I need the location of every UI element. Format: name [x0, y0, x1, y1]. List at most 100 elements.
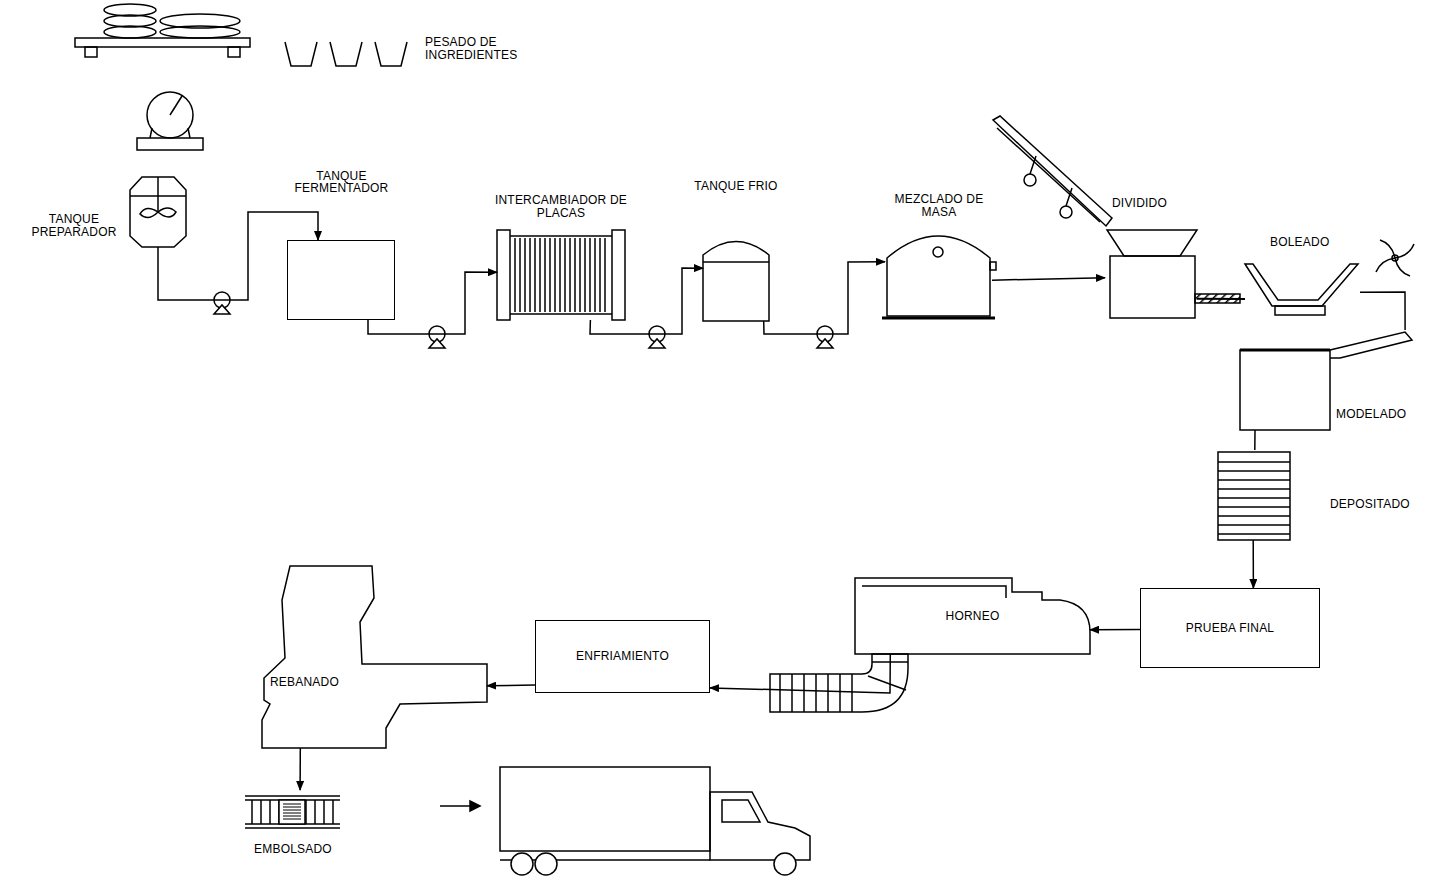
bagging-conveyor: [283, 819, 301, 820]
moulder-machine: [1240, 350, 1330, 430]
moulder-machine: [1330, 332, 1412, 358]
equipment-node: DEPOSITADO: [1215, 450, 1293, 540]
equipment-node: MEZCLADO DE MASA: [885, 222, 992, 319]
rounder-machine: [1392, 255, 1398, 261]
plate-exchanger: [604, 238, 606, 312]
equipment-node: HORNEO: [855, 578, 1090, 654]
equipment-node: TANQUE FERMENTADOR: [287, 240, 395, 320]
plate-exchanger: [569, 238, 571, 312]
dough-mixer: [933, 247, 943, 257]
flow-connector: [992, 278, 1105, 281]
plate-exchanger: [584, 238, 586, 312]
node-label: ENFRIAMIENTO: [576, 650, 669, 663]
plate-exchanger: [510, 313, 612, 315]
divider-machine: [1107, 230, 1240, 318]
rounder-machine: [1376, 240, 1414, 276]
cooling-conveyor: [779, 674, 781, 712]
scale-dial: [137, 138, 203, 150]
bagging-conveyor: [283, 813, 301, 814]
bagging-conveyor: [332, 800, 334, 824]
bagging-conveyor: [283, 816, 301, 817]
pan-stack: [1218, 515, 1290, 517]
preparation-tank: [130, 195, 186, 197]
dispatch-arrow: [440, 805, 472, 807]
plate-exchanger: [589, 238, 591, 312]
pump-symbol: [214, 305, 230, 314]
bagging-conveyor: [245, 796, 340, 828]
inclined-conveyor: [1030, 156, 1036, 174]
dough-mixer: [990, 262, 996, 270]
weighing-platform: [104, 26, 156, 38]
pan-stack: [1218, 488, 1290, 490]
flow-connector: [299, 748, 301, 790]
flow-connector: [158, 212, 318, 300]
equipment-node: TANQUE FRIO: [703, 233, 769, 321]
delivery-truck: [710, 792, 810, 860]
weighing-cups: [285, 42, 317, 66]
bagging-conveyor: [245, 827, 340, 829]
weighing-platform: [104, 4, 156, 16]
divider-machine: [1110, 256, 1195, 318]
plate-exchanger: [599, 238, 601, 312]
dough-mixer: [882, 236, 996, 318]
pan-stack: [1218, 461, 1290, 463]
inclined-conveyor: [1066, 188, 1072, 206]
bagging-conveyor: [251, 800, 253, 824]
delivery-truck: [511, 853, 533, 875]
bagging-conveyor: [283, 807, 301, 808]
equipment-node: TANQUE PREPARADOR: [130, 175, 186, 247]
rounder-machine: [1245, 264, 1358, 306]
delivery-truck: [774, 853, 796, 875]
node-label: TANQUE FRIO: [690, 180, 782, 193]
delivery-truck: [500, 767, 710, 851]
weighing-cups: [375, 42, 407, 66]
equipment-node: EMBOLSADO: [245, 790, 340, 830]
cooling-conveyor: [851, 674, 853, 712]
inclined-conveyor: [997, 128, 1100, 222]
pan-stack: [1218, 533, 1290, 535]
inclined-conveyor: [993, 116, 1112, 226]
node-label: MEZCLADO DE MASA: [884, 193, 994, 218]
plate-exchanger: [539, 238, 541, 312]
plate-exchanger: [497, 230, 510, 320]
cooling-conveyor: [839, 674, 841, 712]
scale-dial: [188, 128, 190, 138]
node-label: HORNEO: [946, 610, 1000, 623]
equipment-node: INTERCAMBIADOR DE PLACAS: [497, 230, 625, 320]
plate-exchanger: [514, 238, 516, 312]
node-label: DEPOSITADO: [1330, 498, 1428, 511]
pan-stack: [1218, 506, 1290, 508]
bagging-conveyor: [260, 800, 262, 824]
rounder-machine: [1245, 240, 1414, 315]
weighing-cups: [330, 42, 362, 66]
dispatch-arrow: [440, 801, 480, 811]
preparation-tank: [130, 177, 186, 247]
plate-exchanger: [515, 238, 605, 312]
process-box: ENFRIAMIENTO: [535, 620, 710, 693]
dispatch-arrow: [470, 801, 480, 811]
node-label: MODELADO: [1336, 408, 1428, 421]
cooling-conveyor: [815, 674, 817, 712]
plate-exchanger: [549, 238, 551, 312]
cooling-conveyor: [770, 654, 908, 712]
flow-connector: [590, 268, 703, 334]
node-label: DIVIDIDO: [1112, 197, 1202, 210]
cooling-conveyor: [868, 676, 906, 690]
equipment-node: BOLEADO: [1245, 262, 1360, 320]
flow-connector: [368, 272, 497, 334]
pan-stack: [1218, 479, 1290, 481]
cold-tank: [703, 242, 769, 322]
bagging-conveyor: [279, 800, 305, 824]
plate-exchanger: [544, 238, 546, 312]
weighing-platform: [75, 38, 250, 47]
slicer-shape: [262, 566, 487, 748]
equipment-node: PESADO DE INGREDIENTES: [285, 40, 410, 66]
scale-dial: [170, 96, 182, 115]
pan-stack: [1218, 452, 1290, 540]
delivery-truck: [500, 767, 810, 875]
oven-shape: [855, 578, 1090, 654]
flow-connector: [710, 654, 890, 693]
flow-connector: [1090, 629, 1140, 631]
pump-symbol: [429, 339, 445, 348]
node-label: REBANADO: [270, 676, 362, 689]
